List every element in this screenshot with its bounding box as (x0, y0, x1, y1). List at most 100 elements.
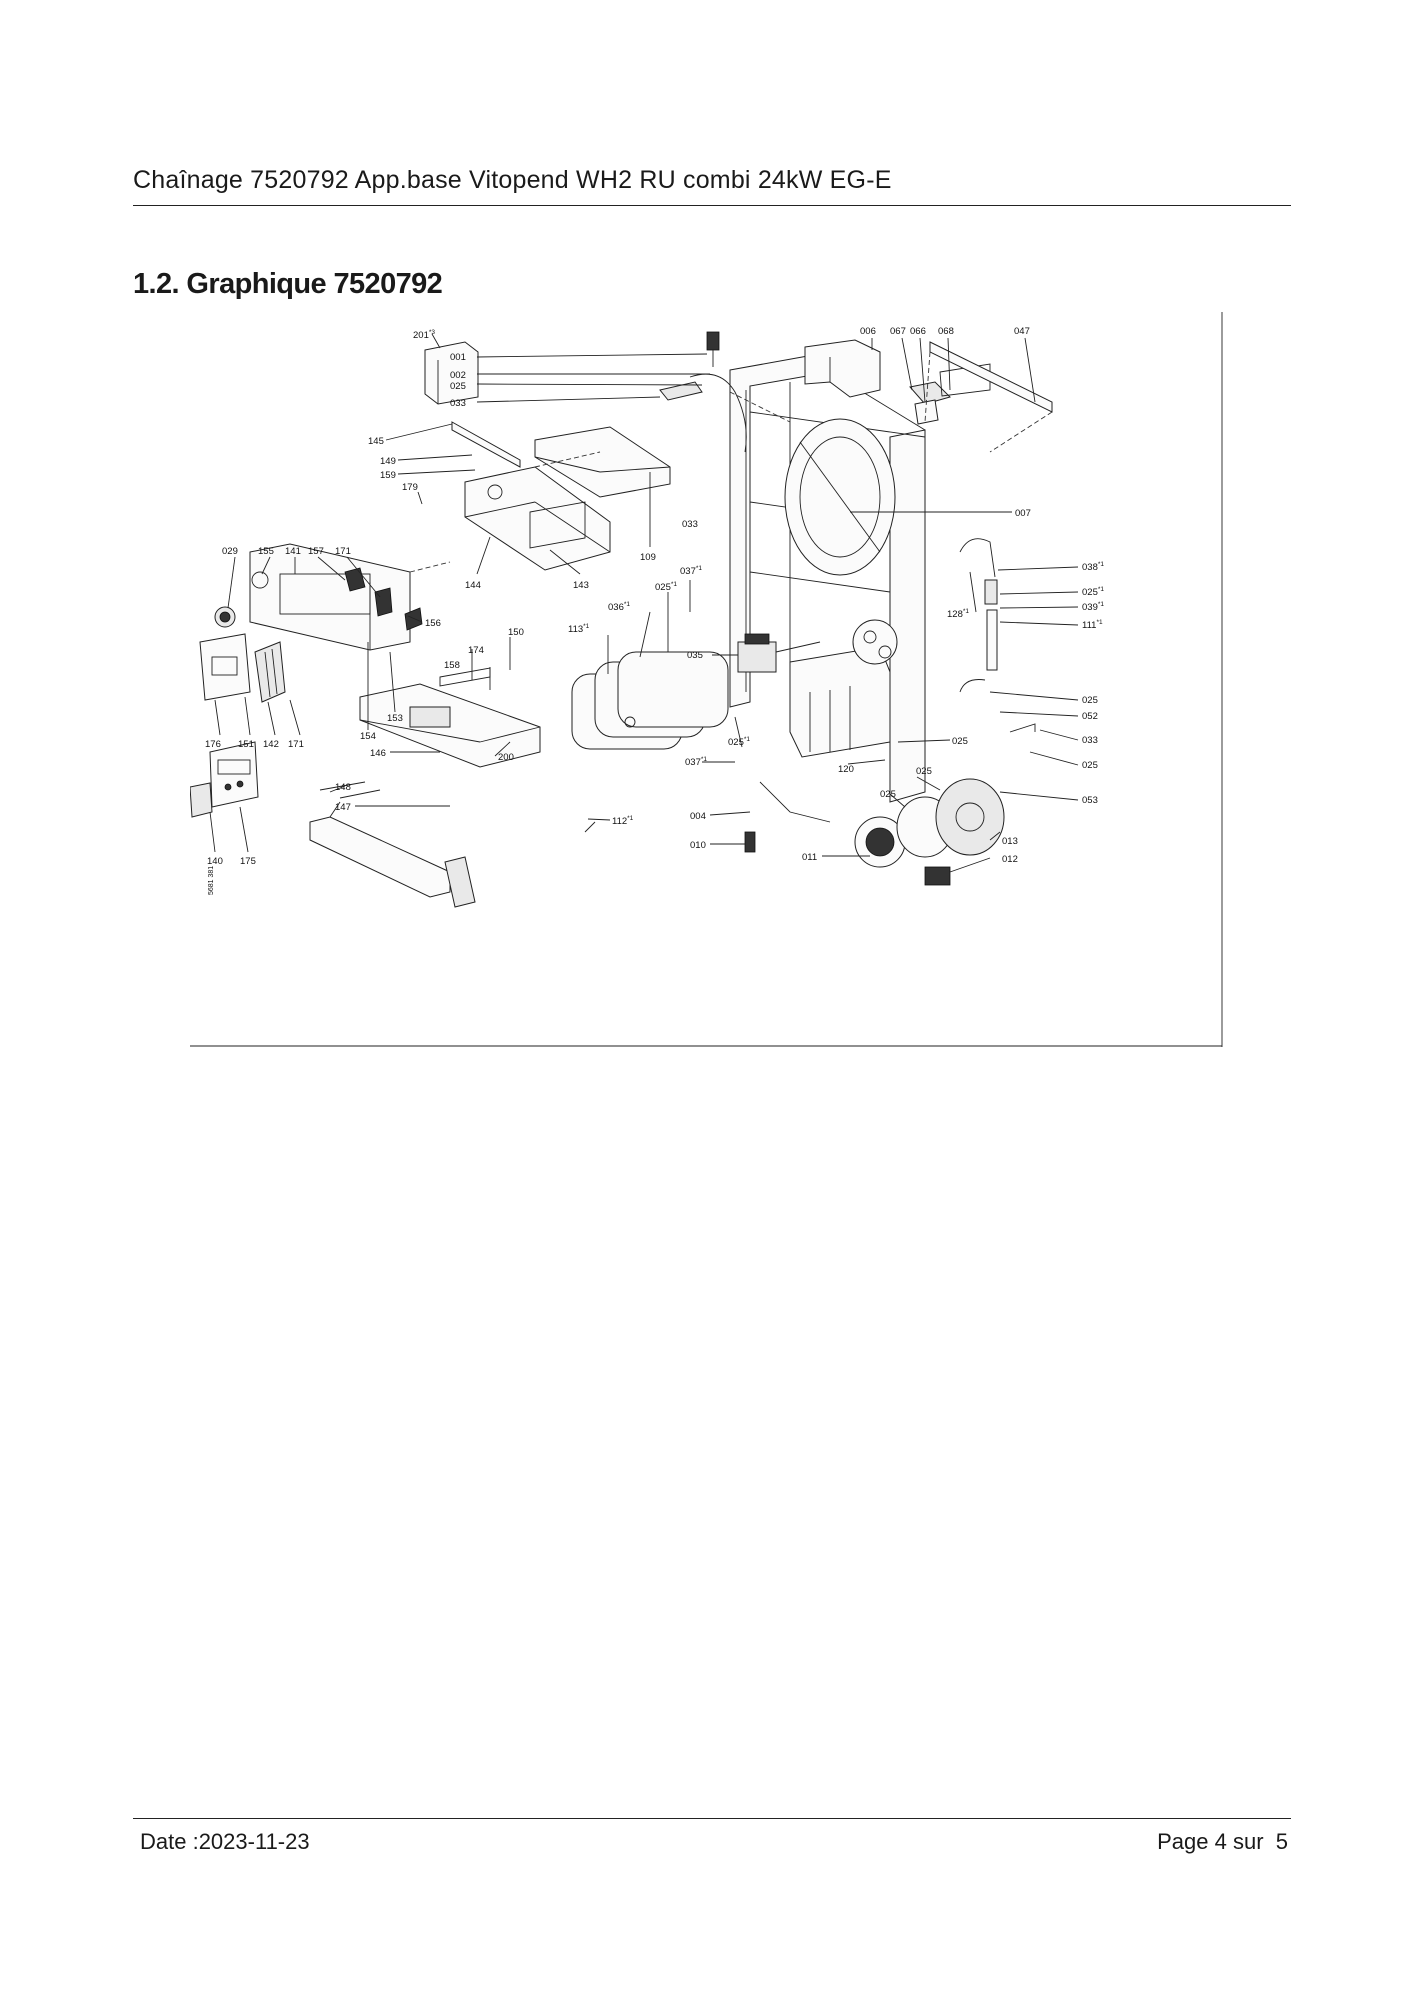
label-037: 037*1 (685, 756, 707, 768)
label-025: 025 (450, 381, 466, 392)
plug-012 (924, 866, 951, 886)
pump-011 (854, 778, 1005, 868)
footer-date: Date :2023-11-23 (140, 1829, 310, 1854)
section-heading: 1.2. Graphique 7520792 (133, 268, 443, 300)
display-176 (199, 633, 251, 701)
label-201: 201*3 (413, 329, 435, 341)
label-175: 175 (240, 856, 256, 867)
label-141: 141 (285, 546, 301, 557)
air-vent-001 (659, 331, 791, 453)
control-unit-141 (249, 543, 451, 651)
label-025: 025*1 (1082, 586, 1104, 598)
panel-109 (534, 426, 671, 498)
flue-pipe-147 (309, 801, 476, 908)
label-147: 147 (335, 802, 351, 813)
label-142: 142 (263, 739, 279, 750)
rail-145 (451, 421, 521, 468)
label-053: 053 (1082, 795, 1098, 806)
label-200: 200 (498, 752, 514, 763)
hood-006 (804, 339, 881, 398)
label-174: 174 (468, 645, 484, 656)
clip-010 (744, 831, 756, 853)
exploded-parts-diagram: 201*3 001 002 025 033 006 067 066 068 04… (190, 312, 1235, 1052)
label-171: 171 (288, 739, 304, 750)
label-012: 012 (1002, 854, 1018, 865)
label-151: 151 (238, 739, 254, 750)
label-010: 010 (690, 840, 706, 851)
label-035: 035 (687, 650, 703, 661)
operator-panel-175 (190, 741, 259, 818)
label-145: 145 (368, 436, 384, 447)
hydraulic-block (789, 619, 898, 758)
boiler-frame (729, 351, 926, 803)
label-025: 025 (880, 789, 896, 800)
label-052: 052 (1082, 711, 1098, 722)
label-128: 128*1 (947, 608, 969, 620)
label-002: 002 (450, 370, 466, 381)
leader-lines (209, 333, 1079, 873)
pipe-connections (584, 538, 1036, 833)
ribbon-cable-142 (254, 641, 286, 703)
label-176: 176 (205, 739, 221, 750)
connector-157 (344, 567, 393, 617)
circuit-board-146 (359, 683, 541, 768)
bracket-148 (319, 781, 381, 799)
label-146: 146 (370, 748, 386, 759)
label-113: 113*1 (568, 623, 590, 635)
label-066: 066 (910, 326, 926, 337)
label-033: 033 (682, 519, 698, 530)
label-011: 011 (802, 852, 817, 863)
label-156: 156 (425, 618, 441, 629)
label-036: 036*1 (608, 601, 630, 613)
drawing-code: 5681 381 (208, 866, 215, 895)
part-labels: 201*3 001 002 025 033 006 067 066 068 04… (205, 326, 1104, 895)
label-171: 171 (335, 546, 351, 557)
label-143: 143 (573, 580, 589, 591)
label-006: 006 (860, 326, 876, 337)
label-047: 047 (1014, 326, 1030, 337)
label-120: 120 (838, 764, 854, 775)
gas-valve-035 (737, 633, 821, 673)
connector-156 (404, 607, 423, 631)
label-025: 025 (1082, 760, 1098, 771)
label-149: 149 (380, 456, 396, 467)
label-153: 153 (387, 713, 403, 724)
label-007: 007 (1015, 508, 1031, 519)
label-112: 112*1 (612, 815, 634, 827)
label-013: 013 (1002, 836, 1018, 847)
label-157: 157 (308, 546, 324, 557)
rail-047 (924, 341, 1053, 453)
knob-029 (214, 606, 236, 628)
label-025: 025 (952, 736, 968, 747)
label-140: 140 (207, 856, 223, 867)
label-111: 111*1 (1082, 619, 1103, 631)
bracket-143 (529, 501, 586, 549)
heat-exchanger (784, 418, 896, 576)
label-155: 155 (258, 546, 274, 557)
sensor-bracket (909, 363, 991, 425)
header-rule (133, 205, 1291, 206)
label-025: 025 (1082, 695, 1098, 706)
label-004: 004 (690, 811, 706, 822)
footer-rule (133, 1818, 1291, 1819)
label-025: 025 (916, 766, 932, 777)
label-029: 029 (222, 546, 238, 557)
label-039: 039*1 (1082, 601, 1104, 613)
label-037: 037*1 (680, 565, 702, 577)
label-025: 025*1 (655, 581, 677, 593)
label-148: 148 (335, 782, 351, 793)
control-box-144 (464, 451, 611, 571)
label-068: 068 (938, 326, 954, 337)
document-header-title: Chaînage 7520792 App.base Vitopend WH2 R… (133, 166, 892, 194)
cover-201 (424, 341, 479, 405)
label-154: 154 (360, 731, 376, 742)
label-033: 033 (1082, 735, 1098, 746)
label-150: 150 (508, 627, 524, 638)
label-067: 067 (890, 326, 906, 337)
label-025: 025*1 (728, 736, 750, 748)
label-001: 001 (450, 352, 466, 363)
footer-page-number: Page 4 sur 5 (1157, 1829, 1288, 1854)
label-038: 038*1 (1082, 561, 1104, 573)
burner-113 (571, 651, 729, 750)
label-179: 179 (402, 482, 418, 493)
